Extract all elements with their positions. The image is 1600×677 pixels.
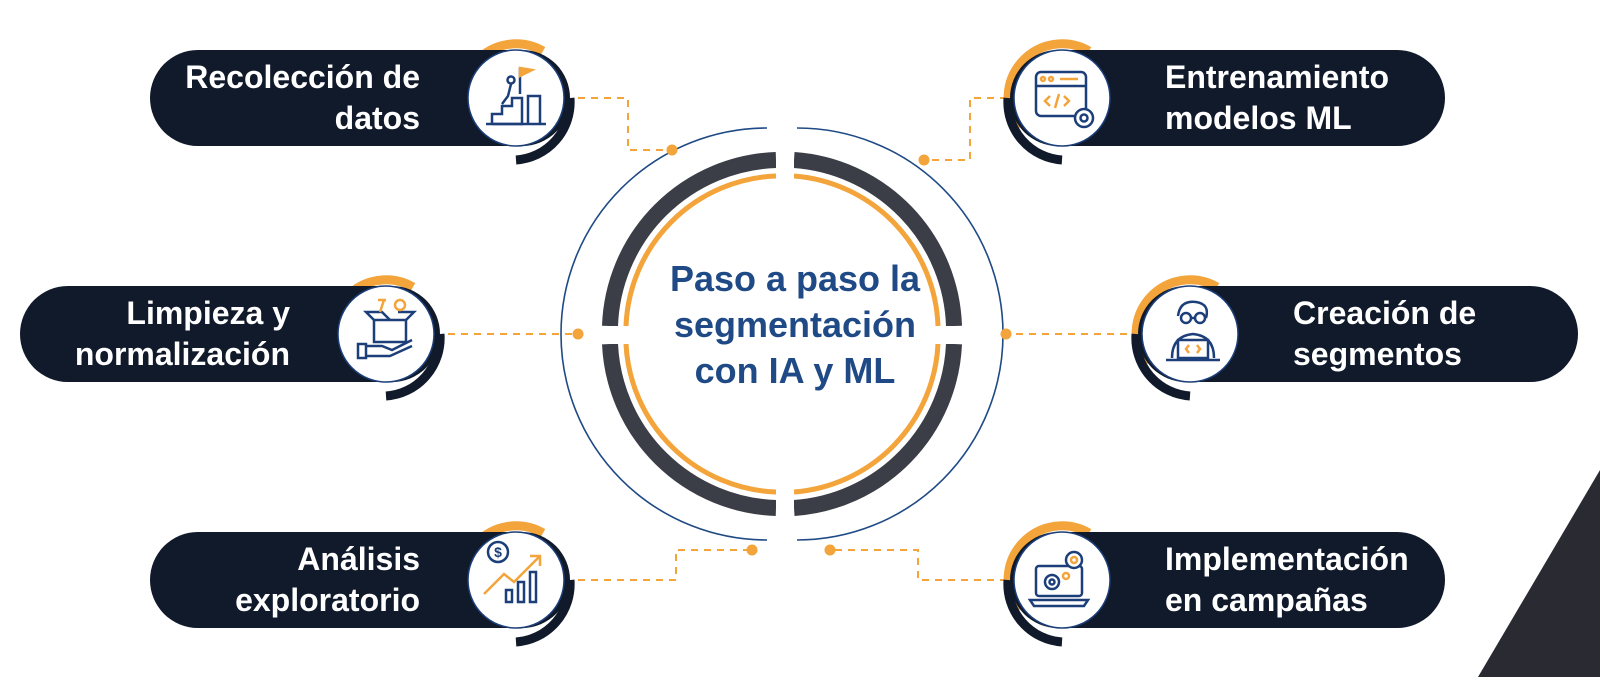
step-label: en campañas	[1165, 582, 1368, 618]
step-label: Recolección de	[185, 59, 420, 95]
step-pill-segment-creation: Creación de segmentos	[1138, 286, 1578, 382]
center-title: Paso a paso la segmentación con IA y ML	[620, 256, 970, 394]
step-label: Análisis	[297, 541, 420, 577]
step-pill-exploratory-analysis: Análisis exploratorio	[150, 532, 570, 628]
center-title-line: con IA y ML	[694, 350, 896, 391]
step-label: normalización	[74, 336, 290, 372]
step-label: modelos ML	[1165, 100, 1352, 136]
step-label: Limpieza y	[126, 295, 290, 331]
step-label: datos	[334, 100, 420, 136]
step-label: segmentos	[1293, 336, 1462, 372]
step-pill-campaign-implementation: Implementación en campañas	[1010, 532, 1445, 628]
step-pill-model-training: Entrenamiento modelos ML	[1010, 50, 1445, 146]
center-ring	[560, 127, 1004, 541]
step-label: Creación de	[1293, 295, 1477, 331]
center-title-line: segmentación	[673, 304, 917, 345]
step-label: Implementación	[1165, 541, 1409, 577]
center-title-line: Paso a paso la	[669, 258, 921, 299]
connector-dots	[572, 144, 1012, 556]
corner-triangle-decoration	[1478, 470, 1600, 677]
connector-lines	[448, 97, 1140, 581]
step-label: Entrenamiento	[1165, 59, 1390, 95]
step-pill-cleaning: Limpieza y normalización	[20, 286, 440, 382]
step-pill-data-collection: Recolección de datos	[150, 50, 570, 146]
step-label: exploratorio	[235, 582, 420, 618]
